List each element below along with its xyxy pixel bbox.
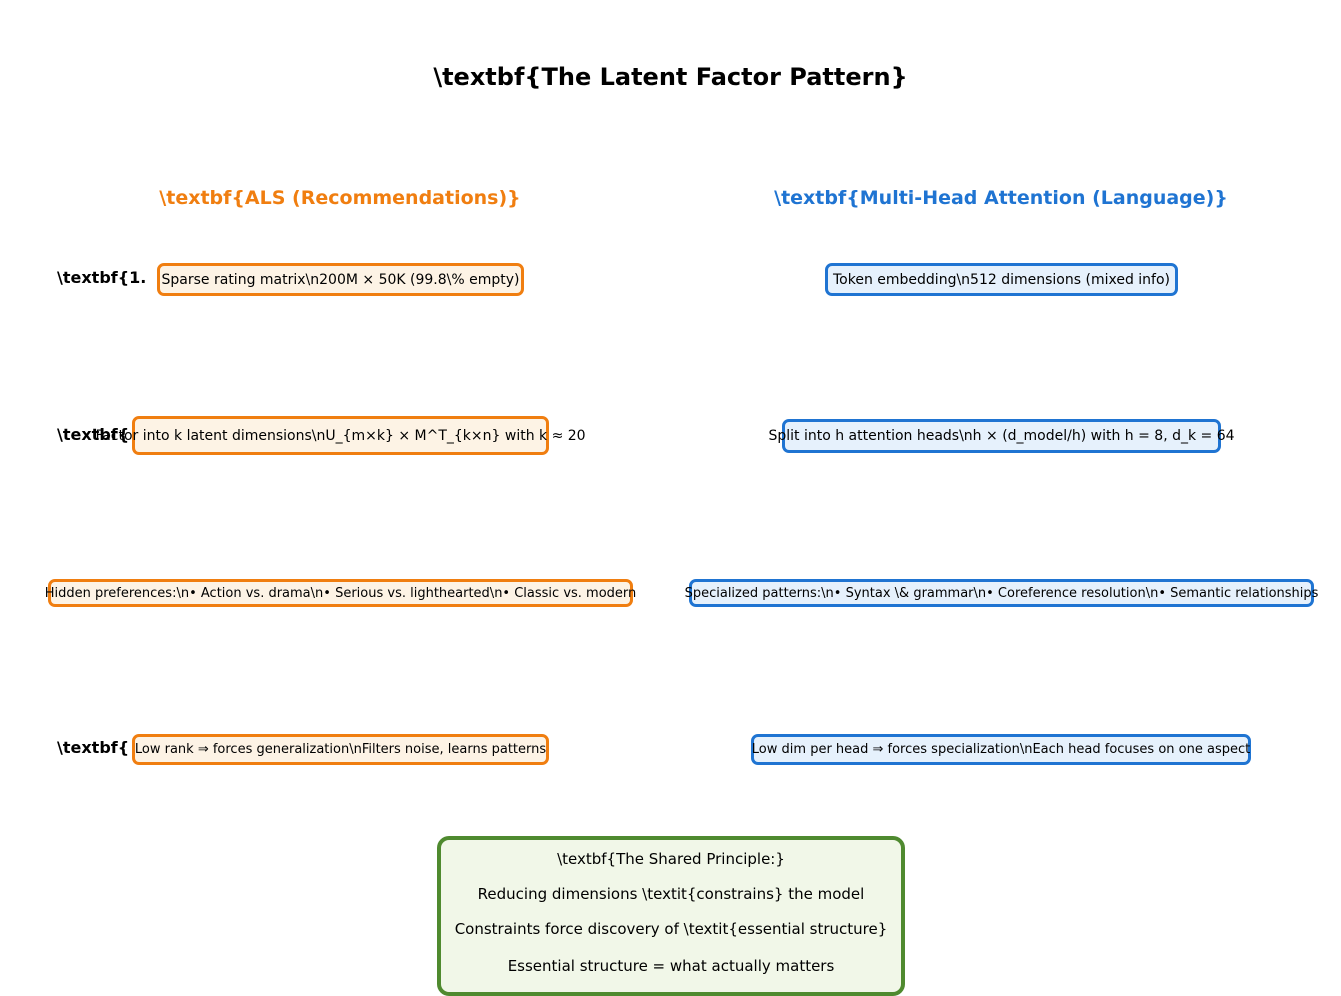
als-step-2-box: Factor into k latent dimensions\nU_{m×k}… [95,416,586,455]
attention-step-4-box: Low dim per head ⇒ forces specialization… [751,734,1251,765]
principle-line-1: Reducing dimensions \textit{constrains} … [477,885,865,903]
principle-line-3: Essential structure = what actually matt… [507,957,835,975]
attention-step-1-box: Token embedding\n512 dimensions (mixed i… [825,263,1178,296]
attention-column-heading: \textbf{Multi-Head Attention (Language)} [774,187,1228,209]
attention-step-3-box: Specialized patterns:\n• Syntax \& gramm… [685,579,1318,607]
row-label-2: \textbf{ [57,425,130,444]
diagram-title: \textbf{The Latent Factor Pattern} [433,63,908,91]
als-step-3-box: Hidden preferences:\n• Action vs. drama\… [45,579,636,607]
principle-line-2: Constraints force discovery of \textit{e… [454,920,888,938]
row-label-1: \textbf{1. [57,268,147,287]
shared-principle-box: \textbf{The Shared Principle:} Reducing … [437,836,905,996]
principle-heading: \textbf{The Shared Principle:} [557,850,785,868]
row-label-4: \textbf{ [57,738,130,757]
als-column-heading: \textbf{ALS (Recommendations)} [159,187,521,209]
als-step-1-box: Sparse rating matrix\n200M × 50K (99.8\%… [157,263,524,296]
als-step-4-box: Low rank ⇒ forces generalization\nFilter… [132,734,549,765]
attention-step-2-box: Split into h attention heads\nh × (d_mod… [768,419,1235,453]
